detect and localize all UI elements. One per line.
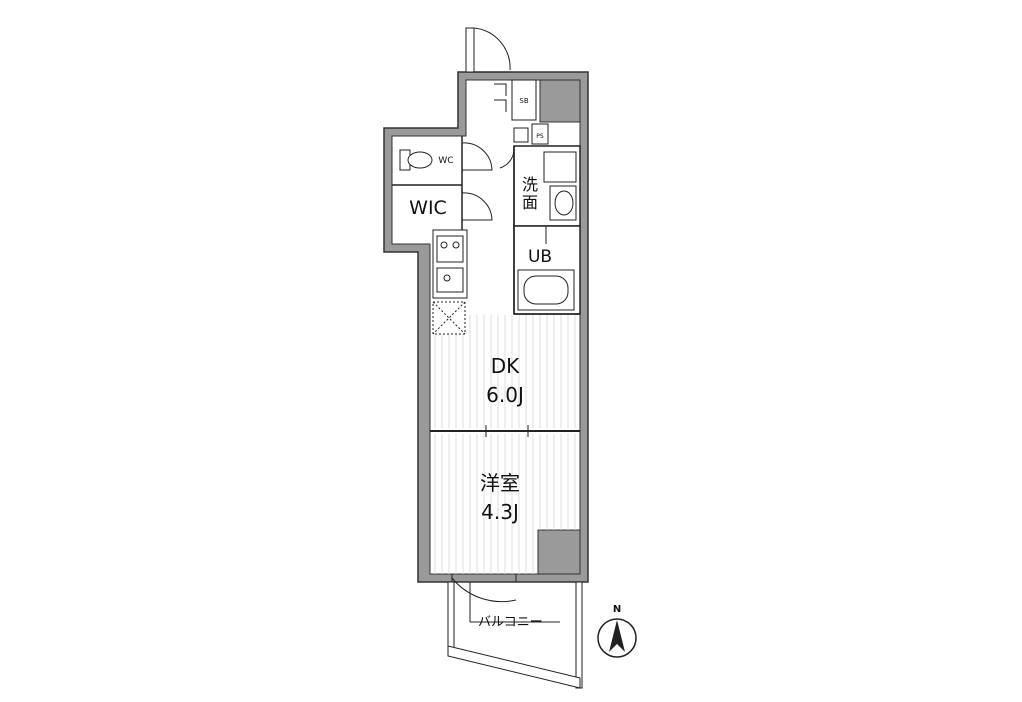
unit-bath: UB <box>513 225 581 315</box>
shoebox: SB <box>511 79 537 121</box>
kitchen <box>432 229 468 335</box>
partition <box>430 425 580 437</box>
floor-hatch <box>431 315 580 574</box>
compass: N <box>597 604 637 658</box>
dk-room: DK 6.0J <box>486 354 524 407</box>
ps-label: PS <box>536 133 544 140</box>
entry-steps <box>494 83 507 112</box>
wc-label: WC <box>438 156 453 166</box>
meter-box <box>513 127 529 143</box>
toilet-icon <box>407 151 433 169</box>
wic-room: WIC <box>409 136 493 244</box>
shoebox-label: SB <box>519 97 528 105</box>
washroom-label-1: 洗 <box>522 175 538 194</box>
compass-arrow-icon <box>609 620 625 652</box>
dk-name: DK <box>491 354 520 378</box>
sink-icon <box>436 267 464 293</box>
western-name: 洋室 <box>480 471 520 495</box>
washing-machine-icon <box>543 151 577 183</box>
basin-icon <box>549 185 577 221</box>
balcony <box>447 574 583 689</box>
washroom: 洗 面 <box>499 145 581 227</box>
washroom-label-2: 面 <box>522 193 538 212</box>
ub-label: UB <box>528 247 552 267</box>
western-room: 洋室 4.3J <box>480 471 520 524</box>
dk-size: 6.0J <box>486 383 524 407</box>
pipe-space: PS <box>531 123 549 145</box>
wc-room: WC <box>392 142 493 186</box>
compass-north-label: N <box>613 604 621 615</box>
fridge-space <box>432 301 466 335</box>
wic-label: WIC <box>409 197 447 219</box>
western-size: 4.3J <box>481 500 519 524</box>
stove-icon <box>436 235 464 263</box>
balcony-label: バルコニー <box>478 615 543 630</box>
entrance-door <box>465 27 511 73</box>
